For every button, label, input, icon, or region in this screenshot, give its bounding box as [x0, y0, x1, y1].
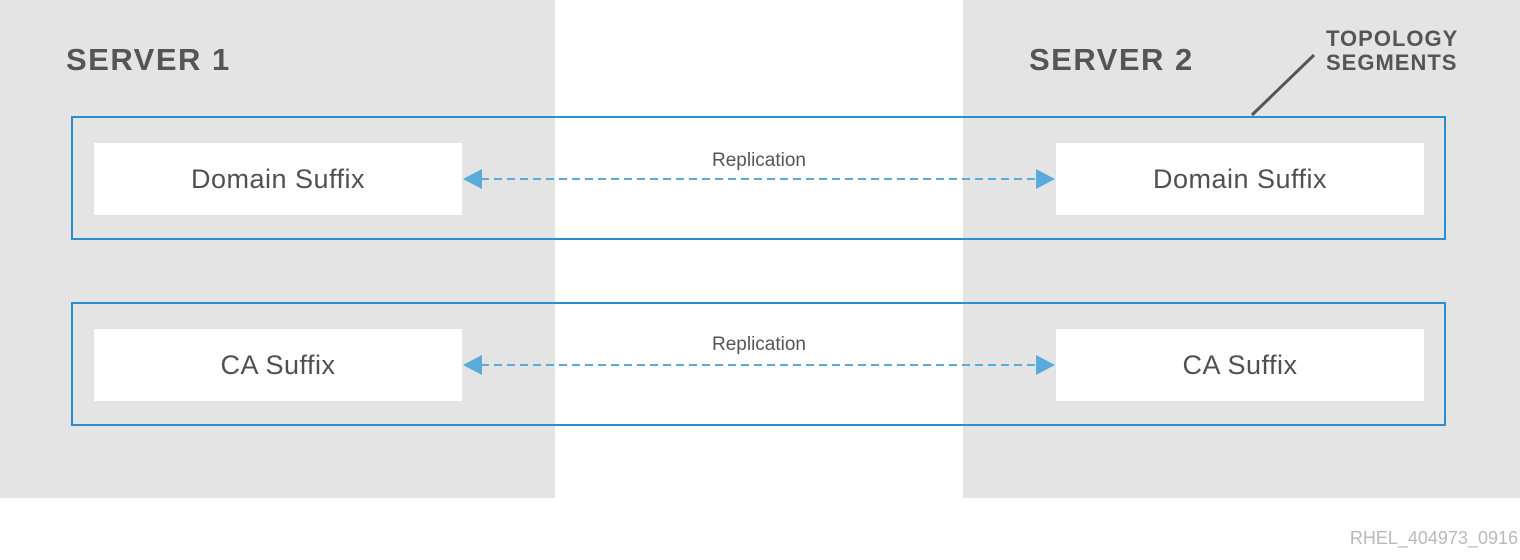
server-2-ca-suffix: CA Suffix — [1056, 329, 1424, 401]
ca-replication-arrow — [463, 355, 1055, 375]
server-1-title: SERVER 1 — [66, 42, 231, 77]
figure-id: RHEL_404973_0916 — [1349, 528, 1518, 548]
domain-arrowhead-right — [1036, 169, 1055, 189]
ca-replication-label: Replication — [712, 334, 806, 355]
domain-topology-segment — [71, 116, 1446, 240]
server-1-panel — [0, 0, 555, 498]
server-2-domain-suffix: Domain Suffix — [1056, 143, 1424, 215]
ca-topology-segment — [71, 302, 1446, 426]
server-2-title: SERVER 2 — [1029, 42, 1194, 77]
domain-arrowhead-left — [463, 169, 482, 189]
callout-leader-line — [1250, 53, 1316, 117]
ca-arrowhead-right — [1036, 355, 1055, 375]
server-1-domain-suffix: Domain Suffix — [94, 143, 462, 215]
server-2-panel — [963, 0, 1520, 498]
server-1-ca-suffix: CA Suffix — [94, 329, 462, 401]
topology-segments-callout: TOPOLOGY SEGMENTS — [1326, 27, 1458, 75]
callout-line-1: TOPOLOGY — [1326, 26, 1459, 51]
callout-line-2: SEGMENTS — [1326, 50, 1458, 75]
domain-replication-arrow — [463, 169, 1055, 189]
ca-arrowhead-left — [463, 355, 482, 375]
domain-replication-label: Replication — [712, 150, 806, 171]
